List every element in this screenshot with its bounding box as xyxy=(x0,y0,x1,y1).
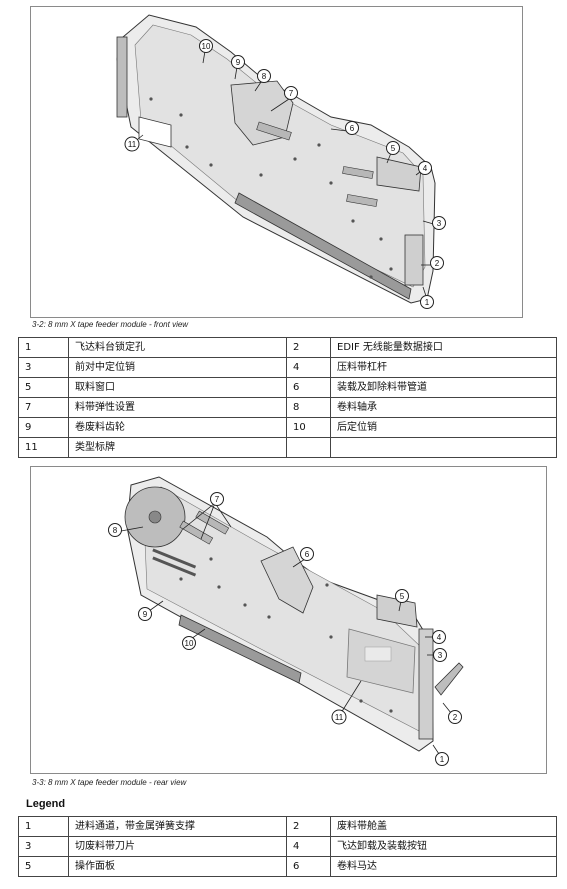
table-row: 5 取料窗口 6 装载及卸除料带管道 xyxy=(18,377,557,398)
callout-7: 7 xyxy=(210,492,224,506)
callout-4: 4 xyxy=(432,630,446,644)
callout-3: 3 xyxy=(432,216,446,230)
callout-2: 2 xyxy=(448,710,462,724)
legend-heading: Legend xyxy=(26,798,66,810)
callout-2: 2 xyxy=(430,256,444,270)
callout-1: 1 xyxy=(420,295,434,309)
callout-5: 5 xyxy=(395,589,409,603)
callout-7: 7 xyxy=(284,86,298,100)
callout-6: 6 xyxy=(345,121,359,135)
front-view-parts-table: 1 飞达料台锁定孔 2 EDIF 无线能量数据接口 3 前对中定位销 4 压料带… xyxy=(18,337,557,458)
table-row: 3 切废料带刀片 4 飞达卸载及装载按钮 xyxy=(18,836,557,857)
table-row: 1 进料通道，带金属弹簧支撑 2 废料带舱盖 xyxy=(18,816,557,837)
svg-text:1: 1 xyxy=(440,755,445,764)
table-row: 9 卷废料齿轮 10 后定位销 xyxy=(18,417,557,438)
rear-view-legend-table: 1 进料通道，带金属弹簧支撑 2 废料带舱盖 3 切废料带刀片 4 飞达卸载及装… xyxy=(18,816,557,877)
svg-text:3: 3 xyxy=(438,651,443,660)
callout-5: 5 xyxy=(386,141,400,155)
callout-10: 10 xyxy=(182,636,196,650)
callout-1: 1 xyxy=(435,752,449,766)
svg-text:5: 5 xyxy=(400,592,405,601)
front-view-figure: 10 9 8 7 6 5 4 3 2 1 11 xyxy=(30,6,523,318)
table-row: 5 操作面板 6 卷料马达 xyxy=(18,856,557,877)
callout-11: 11 xyxy=(331,709,347,725)
svg-text:7: 7 xyxy=(215,495,220,504)
svg-text:1: 1 xyxy=(425,298,430,307)
front-view-caption: 3-2: 8 mm X tape feeder module - front v… xyxy=(32,320,189,329)
callout-8: 8 xyxy=(108,523,122,537)
rear-view-figure: 7 8 6 9 10 5 4 3 2 11 1 xyxy=(30,466,547,774)
table-row: 3 前对中定位销 4 压料带杠杆 xyxy=(18,357,557,378)
svg-text:6: 6 xyxy=(350,124,355,133)
svg-text:11: 11 xyxy=(128,140,137,149)
bottom-rail xyxy=(234,192,412,300)
callout-3: 3 xyxy=(433,648,447,662)
table-row: 1 飞达料台锁定孔 2 EDIF 无线能量数据接口 xyxy=(18,337,557,358)
rear-view-drawing: 7 8 6 9 10 5 4 3 2 11 1 xyxy=(108,476,464,766)
callout-6: 6 xyxy=(300,547,314,561)
callout-10: 10 xyxy=(199,39,213,53)
rear-view-caption: 3-3: 8 mm X tape feeder module - rear vi… xyxy=(32,778,187,787)
svg-text:11: 11 xyxy=(335,713,344,722)
table-row: 7 料带弹性设置 8 卷料轴承 xyxy=(18,397,557,418)
svg-text:4: 4 xyxy=(423,164,428,173)
callout-11: 11 xyxy=(124,136,140,152)
svg-text:9: 9 xyxy=(236,58,241,67)
bottom-rail xyxy=(178,614,302,684)
table-row: 11 类型标牌 xyxy=(18,437,557,458)
svg-text:8: 8 xyxy=(113,526,118,535)
callout-9: 9 xyxy=(138,607,152,621)
svg-text:9: 9 xyxy=(143,610,148,619)
svg-text:10: 10 xyxy=(202,42,211,51)
svg-text:2: 2 xyxy=(435,259,440,268)
callout-4: 4 xyxy=(418,161,432,175)
svg-text:10: 10 xyxy=(185,639,194,648)
svg-text:6: 6 xyxy=(305,550,310,559)
front-view-drawing: 10 9 8 7 6 5 4 3 2 1 11 xyxy=(116,14,446,309)
type-plate xyxy=(138,116,172,148)
svg-text:4: 4 xyxy=(437,633,442,642)
callout-8: 8 xyxy=(257,69,271,83)
svg-text:3: 3 xyxy=(437,219,442,228)
svg-text:7: 7 xyxy=(289,89,294,98)
svg-text:8: 8 xyxy=(262,72,267,81)
svg-text:2: 2 xyxy=(453,713,458,722)
callout-9: 9 xyxy=(231,55,245,69)
svg-text:5: 5 xyxy=(391,144,396,153)
